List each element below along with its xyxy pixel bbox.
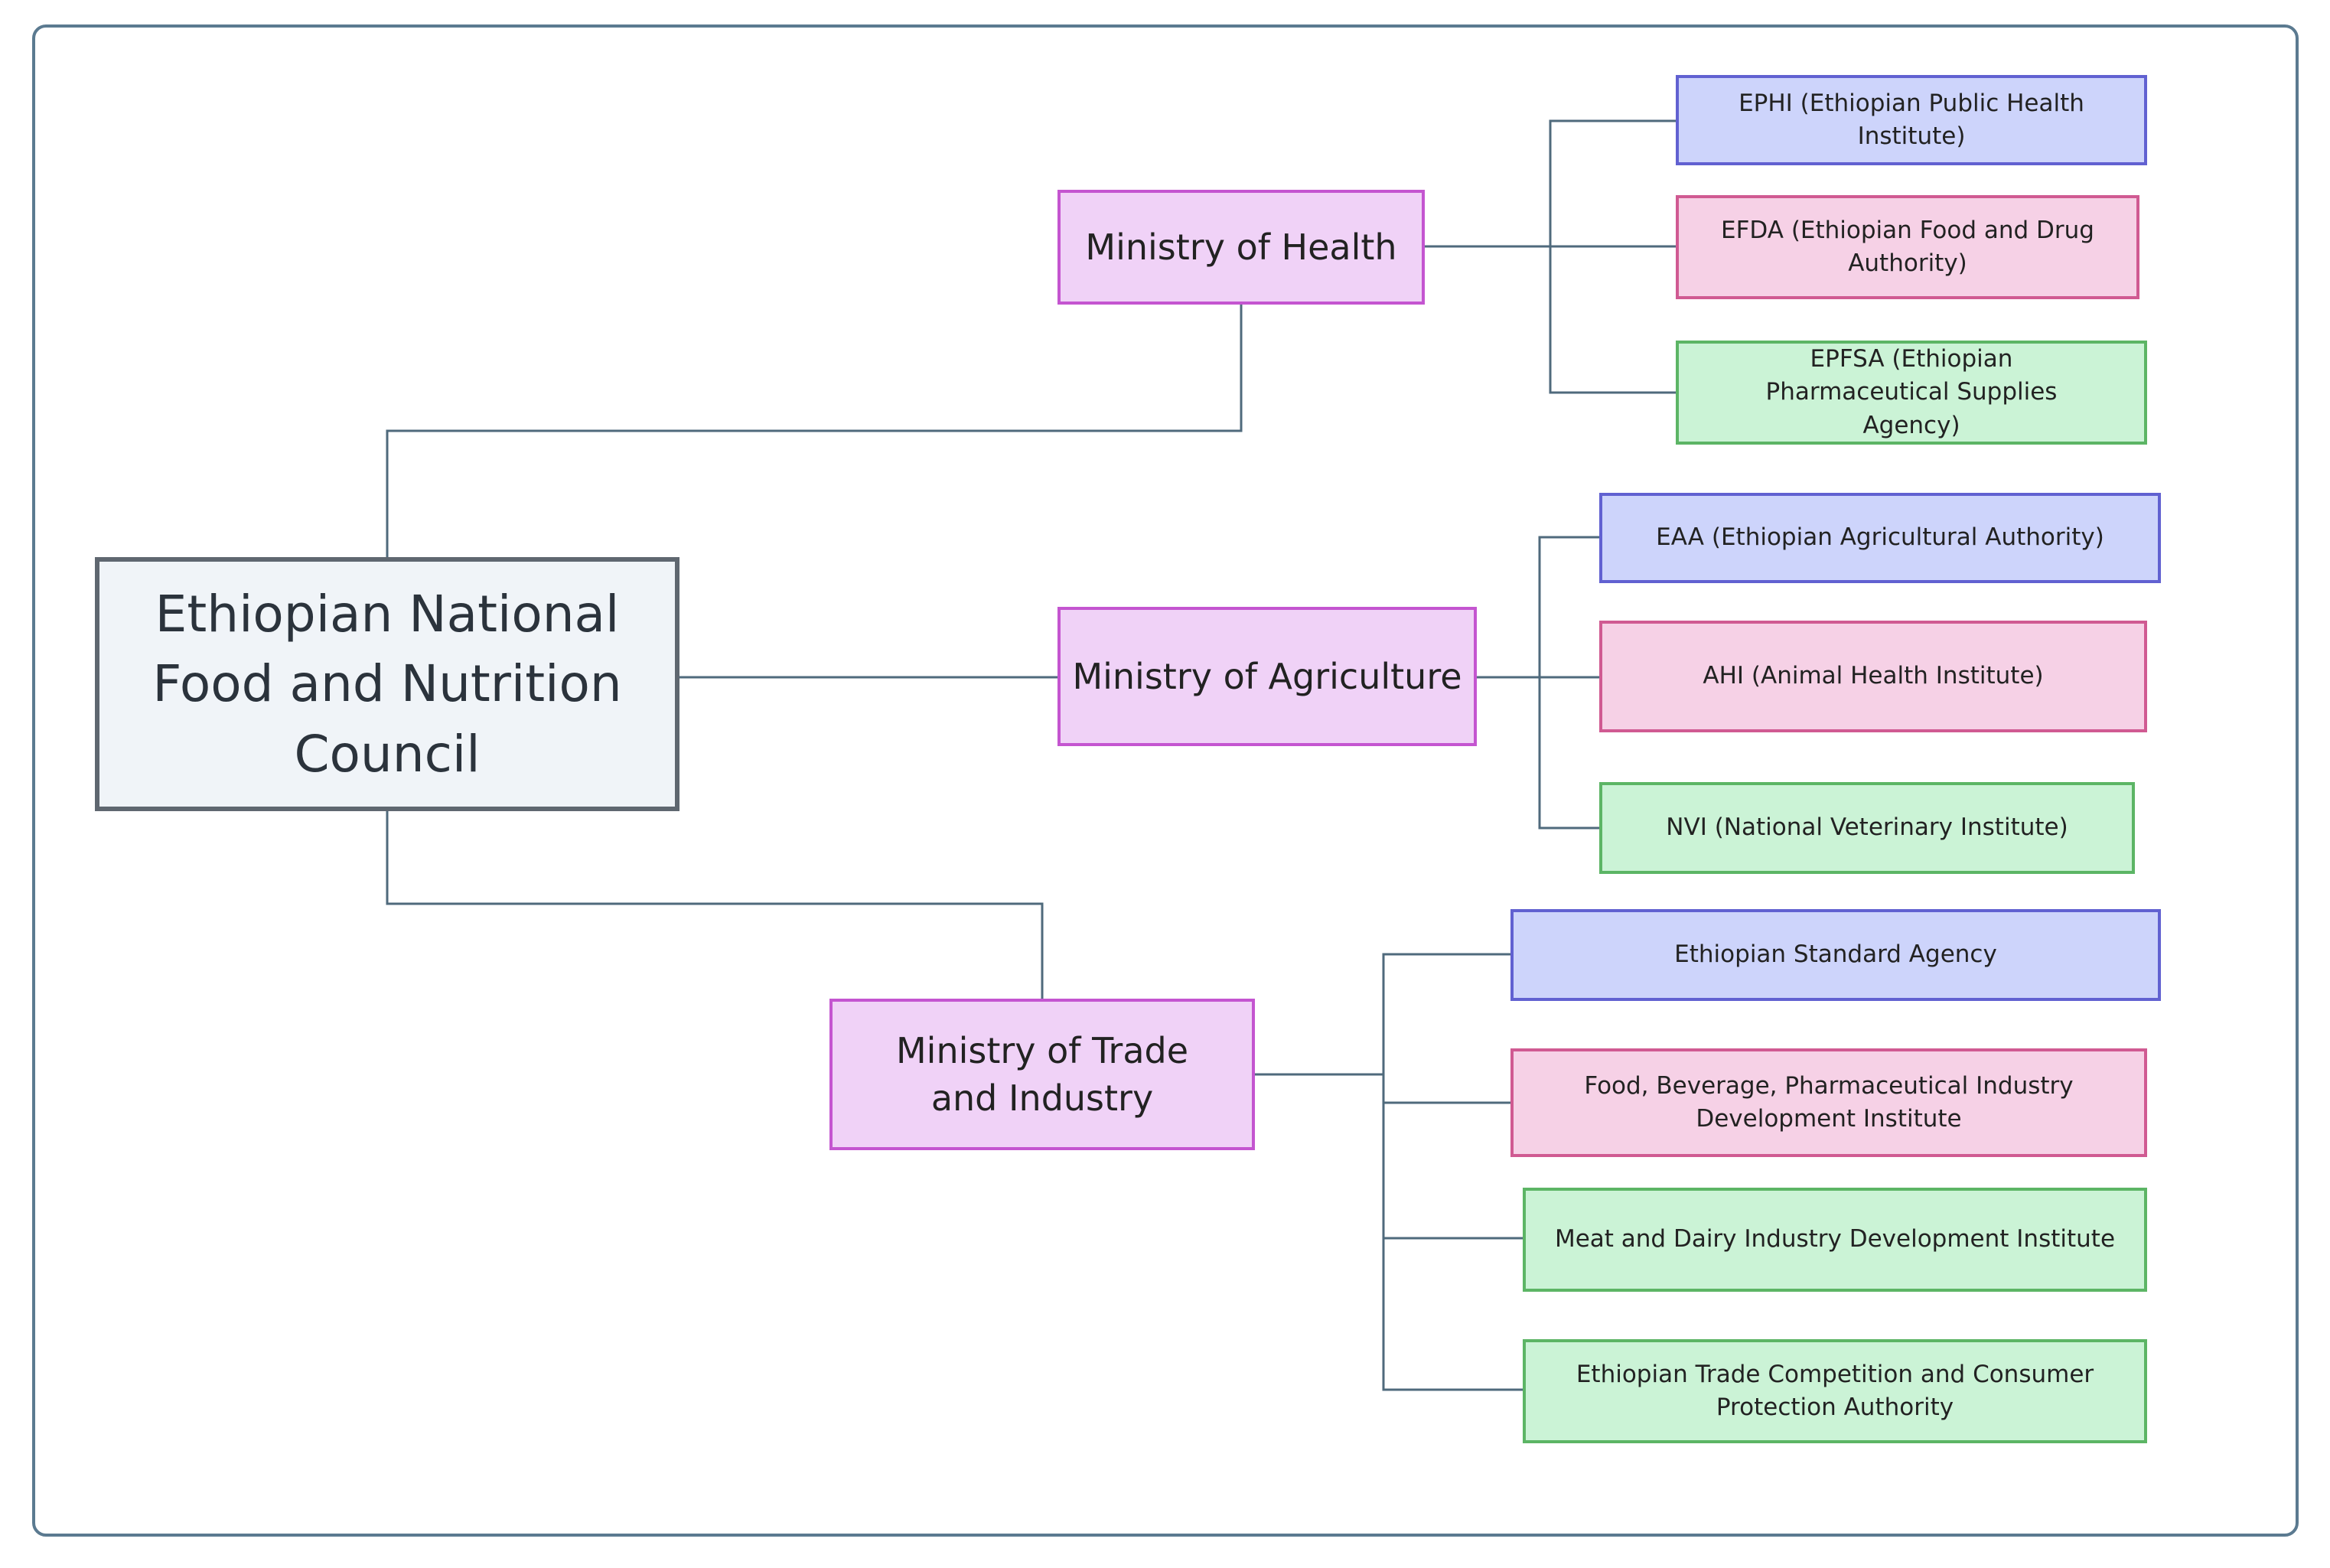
ministry-label: Ministry of Agriculture	[1072, 655, 1462, 697]
agency-label: AHI (Animal Health Institute)	[1703, 662, 2044, 690]
agency-label: Food, Beverage, Pharmaceutical Industry …	[1584, 1071, 2074, 1133]
connector-health-ephi	[1423, 119, 1677, 248]
agency-ephi: EPHI (Ethiopian Public Health Institute)	[1676, 75, 2147, 165]
agency-label: Meat and Dairy Industry Development Inst…	[1554, 1225, 2116, 1253]
agency-trade-competition: Ethiopian Trade Competition and Consumer…	[1523, 1339, 2147, 1443]
ministry-agriculture: Ministry of Agriculture	[1057, 607, 1477, 746]
agency-meat-dairy: Meat and Dairy Industry Development Inst…	[1523, 1188, 2147, 1292]
connector-trade-competition	[1382, 1238, 1524, 1391]
diagram-frame	[32, 24, 2299, 1537]
root-label: Ethiopian National Food and Nutrition Co…	[152, 585, 622, 784]
root-node: Ethiopian National Food and Nutrition Co…	[95, 557, 679, 811]
agency-food-beverage-pharma: Food, Beverage, Pharmaceutical Industry …	[1510, 1048, 2147, 1157]
connector-agriculture-nvi	[1538, 677, 1601, 830]
agency-label: EPFSA (Ethiopian Pharmaceutical Supplies…	[1765, 344, 2058, 439]
agency-label: EAA (Ethiopian Agricultural Authority)	[1656, 523, 2104, 552]
connector-trade-standard	[1253, 953, 1512, 1076]
connector-root-health	[386, 303, 1243, 557]
ministry-label: Ministry of Trade and Industry	[895, 1029, 1189, 1119]
agency-label: Ethiopian Standard Agency	[1674, 940, 1997, 969]
agency-label: NVI (National Veterinary Institute)	[1666, 813, 2068, 842]
agency-efda: EFDA (Ethiopian Food and Drug Authority)	[1676, 195, 2139, 299]
agency-label: EFDA (Ethiopian Food and Drug Authority)	[1721, 216, 2094, 277]
agency-ethiopian-standard: Ethiopian Standard Agency	[1510, 909, 2161, 1001]
connector-trade-meat	[1382, 1103, 1524, 1240]
connector-trade-food	[1382, 1074, 1512, 1104]
connector-agriculture-eaa	[1475, 536, 1601, 679]
ministry-trade-industry: Ministry of Trade and Industry	[829, 999, 1255, 1150]
connector-health-epfsa	[1549, 246, 1677, 394]
agency-ahi: AHI (Animal Health Institute)	[1599, 621, 2147, 732]
agency-label: Ethiopian Trade Competition and Consumer…	[1576, 1360, 2094, 1421]
ministry-health: Ministry of Health	[1057, 190, 1425, 305]
agency-label: EPHI (Ethiopian Public Health Institute)	[1739, 89, 2084, 150]
connector-root-trade	[386, 810, 1044, 1000]
agency-nvi: NVI (National Veterinary Institute)	[1599, 782, 2135, 874]
ministry-label: Ministry of Health	[1085, 226, 1397, 268]
agency-eaa: EAA (Ethiopian Agricultural Authority)	[1599, 493, 2161, 583]
agency-epfsa: EPFSA (Ethiopian Pharmaceutical Supplies…	[1676, 341, 2147, 445]
